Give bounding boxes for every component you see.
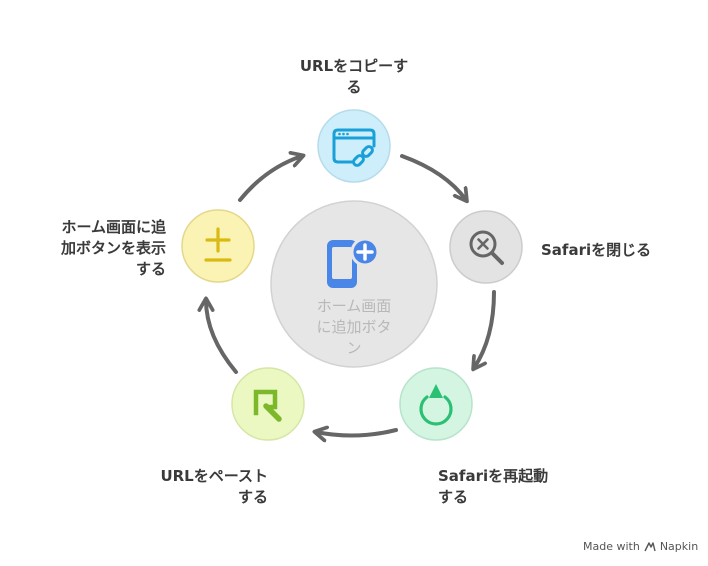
- phone-add-icon: [327, 237, 380, 288]
- step-label-3: Safariを再起動 する: [438, 466, 548, 508]
- center-title-line-2: に追加ボタ: [316, 318, 392, 336]
- arrow-4-to-5: [206, 300, 238, 374]
- step-node-3: [399, 367, 473, 441]
- step-label-3-line-2: する: [438, 488, 469, 506]
- napkin-logo-icon: [644, 541, 656, 551]
- step-label-4: URLをペースト する: [130, 466, 268, 508]
- step-label-1: URLをコピーす る: [284, 56, 424, 98]
- step-label-2-line-1: Safariを閉じる: [541, 241, 652, 259]
- step-label-4-line-2: する: [237, 488, 268, 506]
- browser-link-icon: [332, 128, 376, 167]
- paste-icon: [253, 389, 282, 422]
- step-label-5-line-3: する: [135, 260, 166, 278]
- step-label-1-line-1: URLをコピーす: [299, 57, 409, 75]
- napkin-brand-text: Napkin: [659, 540, 699, 553]
- restart-arrow-icon: [419, 384, 453, 426]
- arrow-5-to-1: [238, 156, 302, 202]
- plus-minus-icon: [204, 227, 232, 262]
- step-label-1-line-2: る: [346, 78, 362, 96]
- step-node-1: [317, 109, 391, 183]
- arrow-1-to-2: [400, 154, 466, 200]
- step-label-5-line-2: 加ボタンを表示: [60, 239, 166, 257]
- arrow-2-to-3: [474, 290, 496, 368]
- made-with-napkin: Made with Napkin: [583, 540, 698, 553]
- center-title-line-3: ン: [346, 339, 362, 357]
- step-node-4: [231, 367, 305, 441]
- step-label-2: Safariを閉じる: [541, 240, 651, 261]
- step-label-3-line-1: Safariを再起動: [438, 467, 549, 485]
- step-label-5-line-1: ホーム画面に追: [61, 218, 166, 236]
- step-label-4-line-1: URLをペースト: [160, 467, 268, 485]
- center-title-line-1: ホーム画面: [316, 297, 392, 315]
- arrow-3-to-4: [316, 430, 398, 436]
- search-close-icon: [469, 230, 504, 265]
- step-label-5: ホーム画面に追 加ボタンを表示 する: [26, 217, 166, 280]
- made-with-text: Made with: [583, 540, 640, 553]
- center-title: ホーム画面 に追加ボタ ン: [284, 296, 424, 359]
